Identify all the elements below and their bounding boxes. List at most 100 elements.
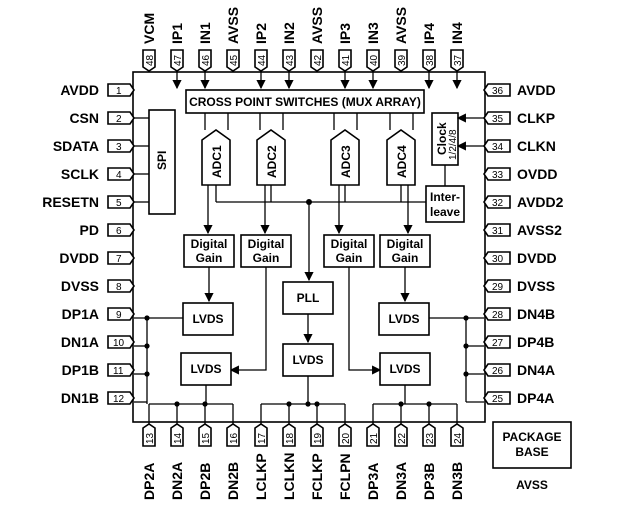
svg-text:IN1: IN1	[197, 22, 213, 44]
svg-text:31: 31	[492, 226, 504, 237]
svg-text:Digital: Digital	[331, 237, 368, 251]
svg-text:Digital: Digital	[387, 237, 424, 251]
svg-text:ADC3: ADC3	[339, 145, 353, 178]
left-pin-3: 3 SDATA	[53, 138, 135, 154]
svg-text:OVDD: OVDD	[517, 166, 557, 182]
left-pin-10: 10 DN1A	[61, 334, 135, 350]
svg-text:ADC4: ADC4	[395, 145, 409, 178]
mux-array-label: CROSS POINT SWITCHES (MUX ARRAY)	[189, 95, 421, 109]
svg-text:SCLK: SCLK	[61, 166, 99, 182]
svg-text:IN3: IN3	[365, 22, 381, 44]
svg-text:17: 17	[257, 432, 268, 444]
svg-text:DP2A: DP2A	[141, 463, 157, 500]
svg-text:41: 41	[341, 54, 352, 66]
svg-text:26: 26	[492, 366, 504, 377]
adc-gain-wires	[203, 185, 413, 235]
svg-text:DP1A: DP1A	[62, 306, 99, 322]
input-wires	[172, 71, 462, 90]
svg-text:SDATA: SDATA	[53, 138, 99, 154]
package-base-label-1: PACKAGE	[502, 430, 561, 444]
svg-text:3: 3	[116, 142, 122, 153]
svg-text:IP3: IP3	[337, 23, 353, 44]
interleave-label-2: leave	[430, 205, 460, 219]
digital-gain-2: Digital Gain	[240, 234, 292, 268]
svg-text:7: 7	[116, 254, 122, 265]
digital-gain-3: Digital Gain	[323, 234, 375, 268]
svg-text:Digital: Digital	[191, 237, 228, 251]
lvds-4: LVDS	[378, 302, 430, 336]
svg-text:21: 21	[369, 432, 380, 444]
left-pin-9: 9 DP1A	[62, 306, 135, 322]
svg-text:9: 9	[116, 310, 122, 321]
svg-text:DVSS: DVSS	[61, 278, 99, 294]
svg-text:LCLKN: LCLKN	[281, 453, 297, 500]
svg-text:4: 4	[116, 170, 122, 181]
svg-text:CLKP: CLKP	[517, 110, 555, 126]
svg-text:DN4B: DN4B	[517, 306, 555, 322]
svg-text:Gain: Gain	[196, 251, 223, 265]
top-pin-40: 40 IN3	[365, 22, 381, 72]
svg-text:46: 46	[201, 54, 212, 66]
svg-text:10: 10	[113, 338, 125, 349]
left-pin-8: 8 DVSS	[61, 278, 135, 294]
svg-text:18: 18	[285, 432, 296, 444]
lvds2-output-wires	[148, 385, 234, 424]
svg-text:AVDD: AVDD	[60, 82, 99, 98]
svg-text:40: 40	[369, 54, 380, 66]
svg-text:38: 38	[425, 54, 436, 66]
svg-text:VCM: VCM	[141, 13, 157, 44]
mux-adc-wires	[204, 113, 414, 130]
right-pin-33: 33 OVDD	[483, 166, 557, 182]
interleave-label-1: Inter-	[430, 190, 460, 204]
lvds1-output-wires	[134, 315, 183, 404]
svg-text:IN2: IN2	[281, 22, 297, 44]
svg-text:44: 44	[257, 54, 268, 66]
digital-gain-4: Digital Gain	[379, 234, 431, 268]
svg-text:DVDD: DVDD	[517, 250, 557, 266]
svg-text:IP4: IP4	[421, 23, 437, 44]
svg-text:13: 13	[145, 432, 156, 444]
package-base-pin-label: AVSS	[516, 478, 548, 492]
svg-text:45: 45	[229, 54, 240, 66]
svg-text:AVSS: AVSS	[393, 7, 409, 44]
svg-text:19: 19	[313, 432, 324, 444]
spi-block	[148, 109, 176, 215]
svg-text:24: 24	[453, 432, 464, 444]
digital-gain-1: Digital Gain	[183, 234, 235, 268]
svg-text:RESETN: RESETN	[42, 194, 99, 210]
svg-text:Digital: Digital	[248, 237, 285, 251]
svg-text:8: 8	[116, 282, 122, 293]
svg-text:33: 33	[492, 170, 504, 181]
svg-text:DN1A: DN1A	[61, 334, 99, 350]
left-pin-6: 6PD	[80, 222, 135, 238]
svg-text:DP2B: DP2B	[197, 463, 213, 500]
svg-text:15: 15	[201, 432, 212, 444]
svg-text:AVSS2: AVSS2	[517, 222, 562, 238]
lvds-3: LVDS	[379, 352, 431, 386]
clock-divider-block	[431, 112, 459, 166]
svg-text:20: 20	[341, 432, 352, 444]
svg-text:25: 25	[492, 394, 504, 405]
svg-text:12: 12	[113, 394, 125, 405]
svg-text:DN2B: DN2B	[225, 462, 241, 500]
adc4-block: ADC4	[386, 129, 416, 186]
svg-text:DVSS: DVSS	[517, 278, 555, 294]
svg-text:FCLPN: FCLPN	[337, 453, 353, 500]
